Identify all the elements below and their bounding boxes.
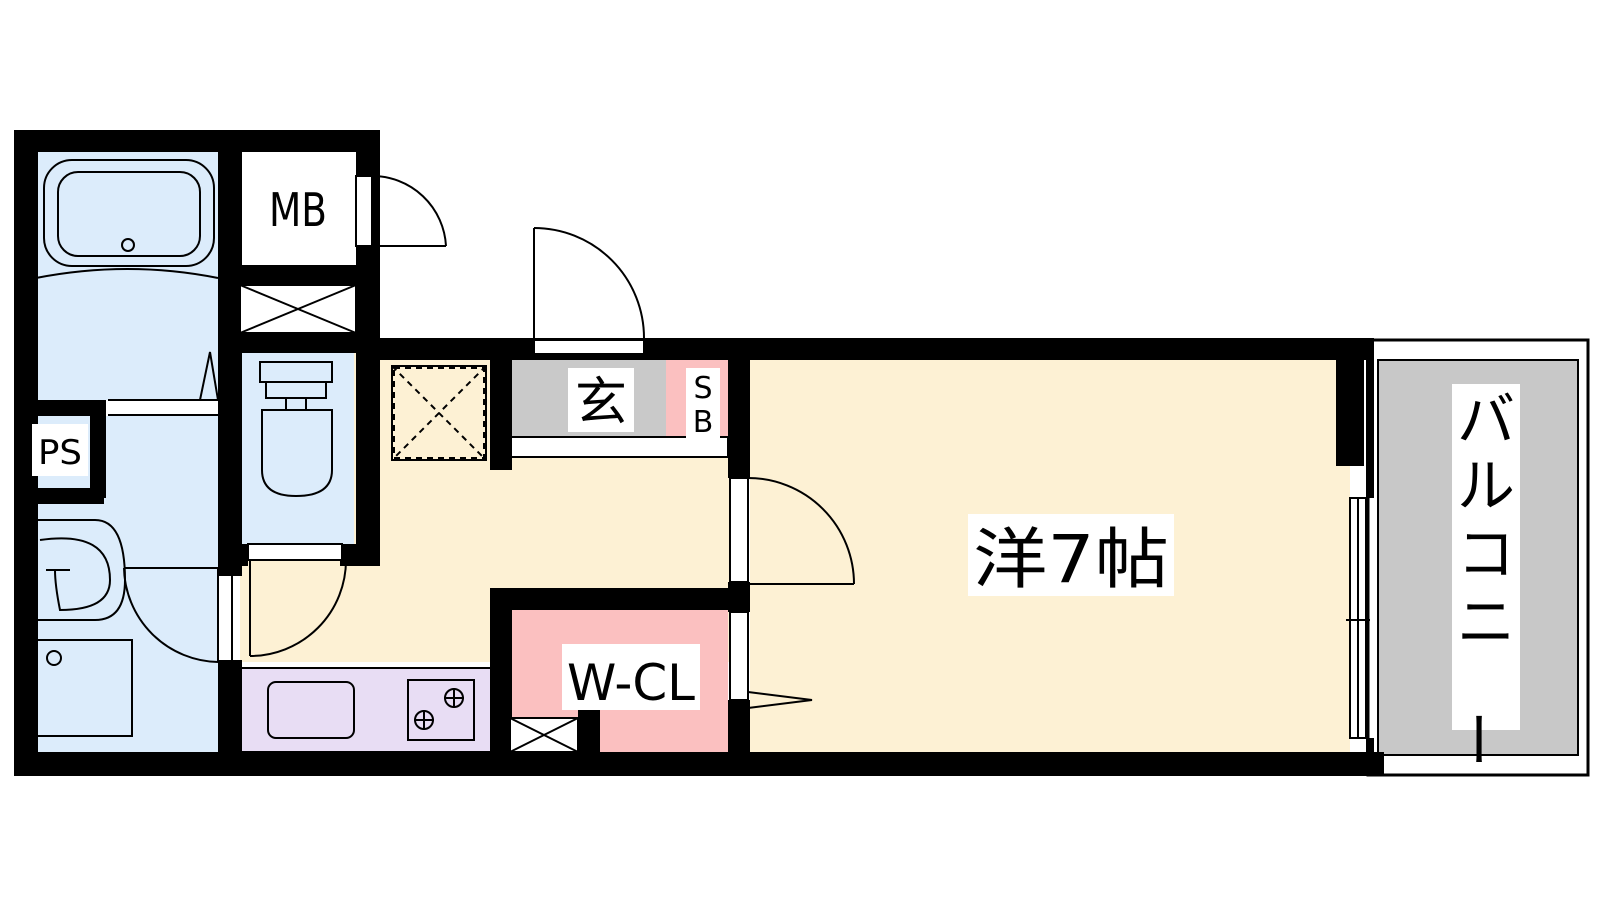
mb-door bbox=[355, 174, 447, 247]
bathroom-area bbox=[36, 150, 218, 400]
balcony-label-group: バ ル コ ニ ー bbox=[1443, 384, 1520, 768]
closet-notch bbox=[578, 700, 600, 752]
entrance-step bbox=[507, 436, 729, 458]
main-room-label: 洋7帖 bbox=[973, 521, 1169, 598]
washroom-door bbox=[123, 567, 233, 663]
balcony-label-1: バ bbox=[1457, 386, 1515, 454]
shoe-box-label-b: B bbox=[693, 405, 714, 440]
closet-door bbox=[729, 611, 813, 709]
balcony-label-3: コ bbox=[1457, 520, 1515, 588]
bathroom-door bbox=[108, 351, 219, 416]
toilet-area-cover bbox=[240, 352, 354, 544]
ceiling-storage bbox=[391, 365, 487, 461]
mb-label-group: MB bbox=[252, 172, 344, 238]
closet-storage-cross bbox=[509, 717, 579, 753]
entrance-label: 玄 bbox=[575, 373, 627, 433]
ps-label-group: PS bbox=[32, 424, 88, 476]
balcony-label-5: ー bbox=[1443, 710, 1511, 768]
toilet bbox=[259, 361, 333, 498]
wcl-label-group: W-CL bbox=[562, 644, 700, 712]
shoe-box-label-s: S bbox=[693, 371, 712, 406]
balcony-window bbox=[1346, 497, 1370, 739]
room-door bbox=[729, 477, 855, 585]
bathtub bbox=[35, 159, 219, 279]
entrance-label-group: 玄 bbox=[568, 368, 634, 433]
shoe-box-label-group: S B bbox=[686, 368, 720, 440]
storage-cross bbox=[239, 284, 357, 334]
washing-machine bbox=[35, 639, 133, 737]
entrance-door bbox=[533, 227, 645, 355]
main-room-label-group: 洋7帖 bbox=[968, 514, 1174, 598]
wcl-label: W-CL bbox=[567, 654, 695, 712]
toilet-door bbox=[247, 543, 347, 657]
mb-label: MB bbox=[269, 183, 327, 237]
ps-label: PS bbox=[38, 433, 82, 473]
kitchen bbox=[239, 667, 493, 753]
balcony-label-4: ニ bbox=[1457, 588, 1515, 656]
balcony-label-2: ル bbox=[1457, 452, 1515, 520]
